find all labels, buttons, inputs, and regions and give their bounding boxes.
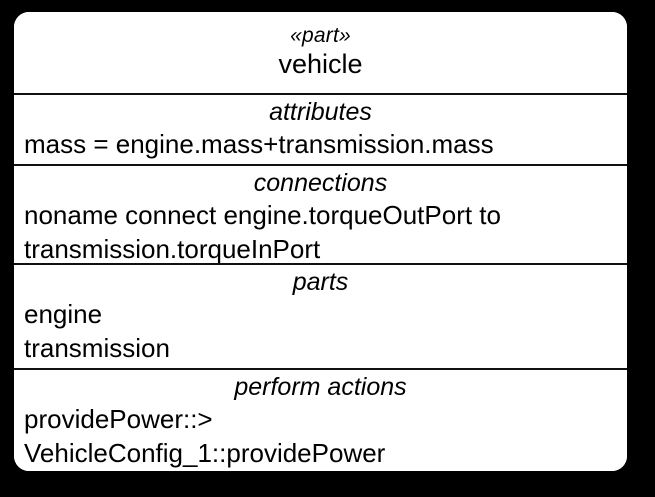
part-stereotype: «part» (290, 24, 351, 47)
compartment-connections-lines: noname connect engine.torqueOutPort to t… (14, 198, 627, 266)
list-item: engine (24, 299, 103, 329)
compartment-attributes-title: attributes (269, 98, 372, 126)
compartment-parts: parts engine transmission (14, 263, 627, 368)
part-header-compartment: «part» vehicle (14, 12, 627, 93)
part-definition-box[interactable]: «part» vehicle attributes mass = engine.… (14, 12, 627, 471)
compartment-connections-title: connections (253, 169, 388, 197)
part-name: vehicle (278, 49, 363, 79)
compartment-parts-lines: engine transmission (14, 297, 627, 365)
compartment-perform-actions: perform actions providePower::> VehicleC… (14, 368, 627, 471)
compartment-attributes: attributes mass = engine.mass+transmissi… (14, 93, 627, 164)
compartment-parts-title: parts (292, 268, 349, 296)
compartment-attributes-lines: mass = engine.mass+transmission.mass (14, 127, 627, 161)
compartment-connections: connections noname connect engine.torque… (14, 164, 627, 266)
list-item: providePower::> (24, 404, 213, 434)
list-item: transmission (24, 333, 170, 363)
list-item: transmission.torqueInPort (24, 234, 321, 264)
list-item: mass = engine.mass+transmission.mass (24, 129, 494, 159)
list-item: noname connect engine.torqueOutPort to (24, 200, 501, 230)
compartment-perform-actions-title: perform actions (234, 373, 407, 401)
list-item: VehicleConfig_1::providePower (24, 438, 386, 468)
compartment-perform-actions-lines: providePower::> VehicleConfig_1::provide… (14, 402, 627, 470)
